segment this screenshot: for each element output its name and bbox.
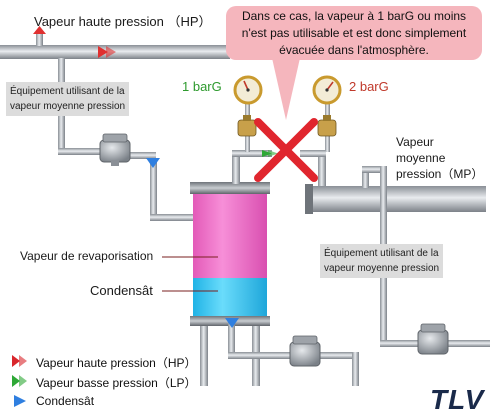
condensate-arrow-left [146, 158, 160, 168]
left-pressure-gauge [233, 75, 263, 105]
vessel-drain-horizontal [228, 352, 292, 359]
vessel-inlet-pipe [150, 214, 194, 221]
brand-logo: TLV [430, 384, 485, 415]
hp-flow-arrow [98, 46, 116, 58]
right-pressure-gauge [312, 75, 342, 105]
legend-condensat-label: Condensât [36, 394, 95, 408]
mp-branch-riser [362, 166, 369, 188]
gauge-left-label: 1 barG [182, 79, 222, 94]
hp-title: Vapeur haute pression （HP） [34, 14, 212, 29]
bottom-trap-outlet [318, 352, 358, 359]
hp-up-arrow [33, 26, 46, 34]
right-equipment-return [380, 340, 420, 347]
legend-hp-arrow-icon [12, 355, 27, 367]
bottom-trap-drop [352, 352, 359, 386]
legend-hp: Vapeur haute pression（HP） [12, 354, 197, 371]
mp-label-line3: pression（MP） [396, 167, 484, 181]
right-equipment-line2: vapeur moyenne pression [324, 263, 440, 274]
right-trap-outlet [446, 340, 490, 347]
mp-label-line1: Vapeur [396, 135, 434, 149]
red-cross-mark [254, 118, 318, 182]
mp-link-pipe [318, 150, 326, 188]
revap-label: Vapeur de revaporisation [20, 249, 154, 263]
right-equipment-label: Équipement utilisant de la vapeur moyenn… [320, 244, 444, 278]
right-equipment-line1: Équipement utilisant de la [324, 248, 439, 259]
mp-link-horizontal-pipe [300, 150, 326, 157]
left-steam-trap [99, 133, 131, 166]
mp-branch-top [362, 166, 386, 173]
mp-label: Vapeur moyenne pression（MP） [396, 134, 483, 182]
legend-lp: Vapeur basse pression（LP） [12, 374, 197, 391]
condensat-label: Condensât [90, 283, 153, 298]
left-equipment-label: Équipement utilisant de la vapeur moyenn… [6, 82, 130, 116]
mp-label-line2: moyenne [396, 151, 446, 165]
callout-box: Dans ce cas, la vapeur à 1 barG ou moins… [226, 6, 482, 60]
right-steam-trap [417, 323, 449, 355]
left-equipment-line1: Équipement utilisant de la [10, 86, 125, 97]
flash-vessel [190, 182, 270, 386]
bottom-steam-trap [289, 335, 321, 367]
legend-condensat-arrow-icon [14, 395, 26, 407]
left-condensate-drop-pipe [150, 158, 157, 220]
hp-riser-pipe [36, 34, 43, 46]
left-equipment-line2: vapeur moyenne pression [10, 101, 126, 112]
mp-header-pipe [305, 184, 486, 214]
legend-lp-arrow-icon [12, 375, 27, 387]
vessel-vent-riser [232, 150, 240, 184]
callout-text: Dans ce cas, la vapeur à 1 barG ou moins… [241, 9, 467, 57]
legend-condensat: Condensât [12, 394, 94, 411]
right-valve [317, 115, 337, 137]
gauge-right-label: 2 barG [349, 79, 389, 94]
lp-flow-arrow [262, 150, 278, 157]
legend-lp-label: Vapeur basse pression（LP） [36, 376, 197, 390]
vent-horizontal-pipe [232, 150, 272, 157]
left-equipment-return-pipe [58, 148, 118, 155]
vessel-drain-pipe [228, 322, 235, 358]
condensate-arrow-bottom [225, 318, 239, 328]
left-valve [237, 115, 257, 137]
callout-tail [272, 58, 300, 120]
legend-hp-label: Vapeur haute pression（HP） [36, 356, 197, 370]
left-trap-outlet-pipe [126, 152, 156, 159]
